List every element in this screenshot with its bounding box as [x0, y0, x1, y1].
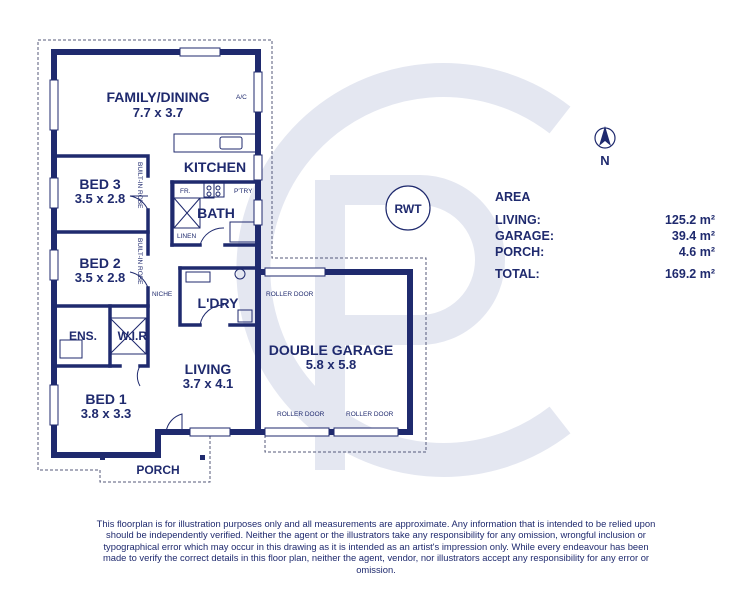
roller-doors [264, 267, 399, 437]
area-title: AREA [495, 190, 531, 204]
living-dims: 3.7 x 4.1 [183, 376, 234, 391]
bed2-name: BED 2 [79, 255, 120, 271]
roller-door-label-right: ROLLER DOOR [346, 411, 394, 418]
area-label: GARAGE: [495, 229, 555, 243]
windows [49, 47, 263, 437]
bed1-name: BED 1 [85, 391, 126, 407]
watermark-logo [236, 63, 571, 477]
porch-posts [100, 455, 205, 460]
rainwater-tank: RWT [385, 185, 431, 231]
roller-door-label-top: ROLLER DOOR [266, 291, 314, 298]
family-dining-name: FAMILY/DINING [107, 89, 210, 105]
area-value: 4.6 m² [678, 245, 715, 259]
area-label: LIVING: [495, 213, 541, 227]
area-label: PORCH: [495, 245, 545, 259]
ac-label: A/C [236, 94, 247, 101]
rwt-label: RWT [394, 202, 422, 216]
fridge-label: FR. [180, 188, 191, 195]
bed2-dims: 3.5 x 2.8 [75, 270, 126, 285]
north-arrow-icon: N [594, 126, 616, 168]
area-row-porch: PORCH: 4.6 m² [495, 244, 715, 260]
linen-label: LINEN [177, 233, 196, 240]
bed3-name: BED 3 [79, 176, 120, 192]
niche-label: NICHE [152, 291, 173, 298]
bed3-dims: 3.5 x 2.8 [75, 191, 126, 206]
area-value: 39.4 m² [671, 229, 715, 243]
kitchen-counter [59, 133, 259, 359]
area-total-label: TOTAL: [495, 267, 540, 281]
area-summary: AREA LIVING: 125.2 m² GARAGE: 39.4 m² PO… [495, 190, 715, 282]
porch-name: PORCH [136, 463, 179, 477]
area-row-total: TOTAL: 169.2 m² [495, 266, 715, 282]
robe-label-bed2: BUILT-IN ROBE [136, 238, 143, 285]
area-row-garage: GARAGE: 39.4 m² [495, 228, 715, 244]
door-swings [129, 195, 225, 433]
family-dining-dims: 7.7 x 3.7 [133, 105, 184, 120]
laundry-name: L'DRY [198, 295, 240, 311]
bed1-dims: 3.8 x 3.3 [81, 406, 132, 421]
north-label: N [600, 153, 609, 168]
roller-door-label-left: ROLLER DOOR [277, 411, 325, 418]
area-row-living: LIVING: 125.2 m² [495, 212, 715, 228]
pantry-label: P'TRY [234, 188, 253, 195]
garage-name: DOUBLE GARAGE [269, 342, 393, 358]
garage-dims: 5.8 x 5.8 [306, 357, 357, 372]
ensuite-name: ENS. [69, 329, 97, 343]
robe-label-bed3: BUILT-IN ROBE [136, 162, 143, 209]
living-name: LIVING [185, 361, 232, 377]
area-value: 125.2 m² [664, 213, 715, 227]
kitchen-name: KITCHEN [184, 159, 246, 175]
wir-name: W.I.R. [118, 329, 151, 343]
bath-name: BATH [197, 205, 235, 221]
area-total-value: 169.2 m² [664, 267, 715, 281]
disclaimer-text: This floorplan is for illustration purpo… [96, 518, 656, 575]
